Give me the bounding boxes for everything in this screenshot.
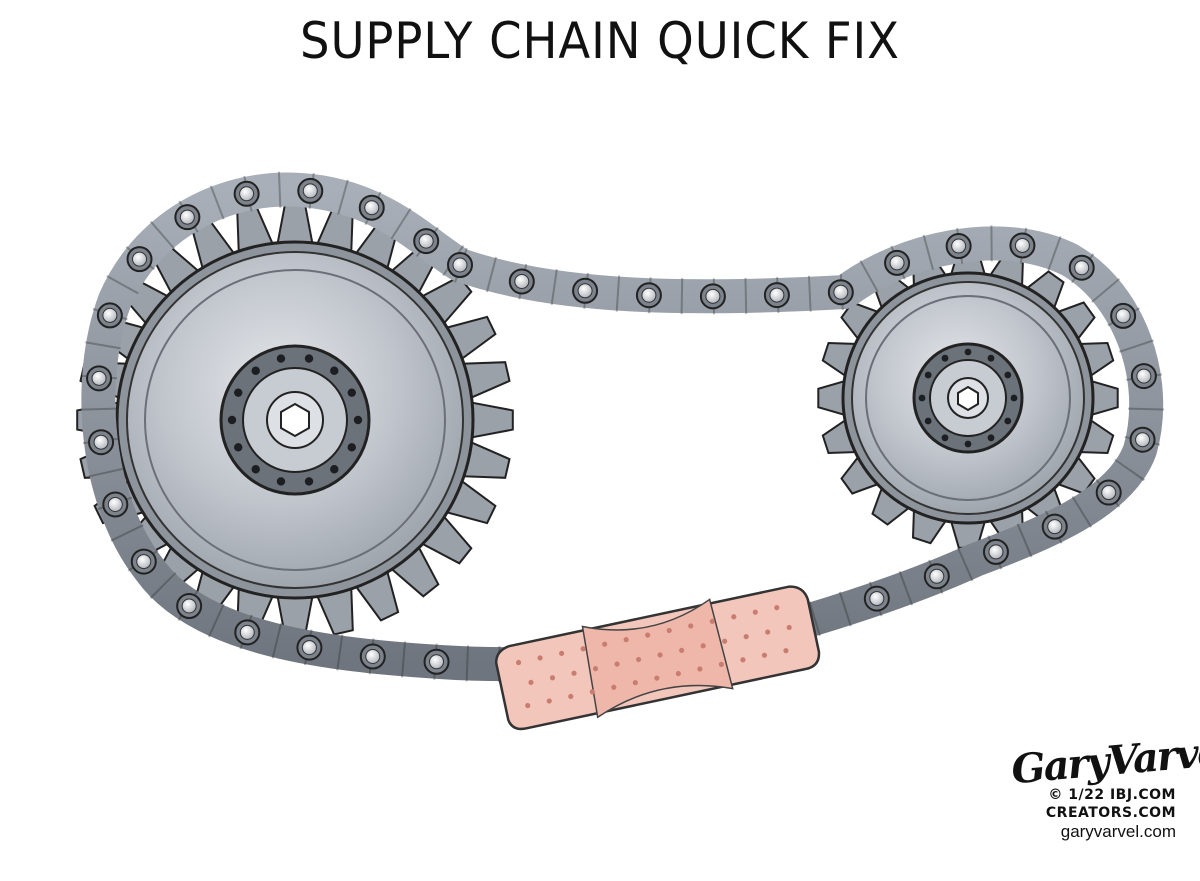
small-sprocket xyxy=(817,247,1119,549)
artist-website: garyvarvel.com xyxy=(1060,822,1176,841)
artist-credit: GaryVarvel © 1/22 IBJ.COM CREATORS.COM g… xyxy=(1009,727,1200,842)
artist-signature: GaryVarvel xyxy=(1009,727,1200,794)
copyright-line: © 1/22 IBJ.COM xyxy=(1048,787,1176,803)
large-sprocket xyxy=(76,201,514,639)
bandage xyxy=(494,585,821,731)
cartoon-title: SUPPLY CHAIN QUICK FIX xyxy=(300,12,900,70)
syndicate-line: CREATORS.COM xyxy=(1045,805,1176,821)
